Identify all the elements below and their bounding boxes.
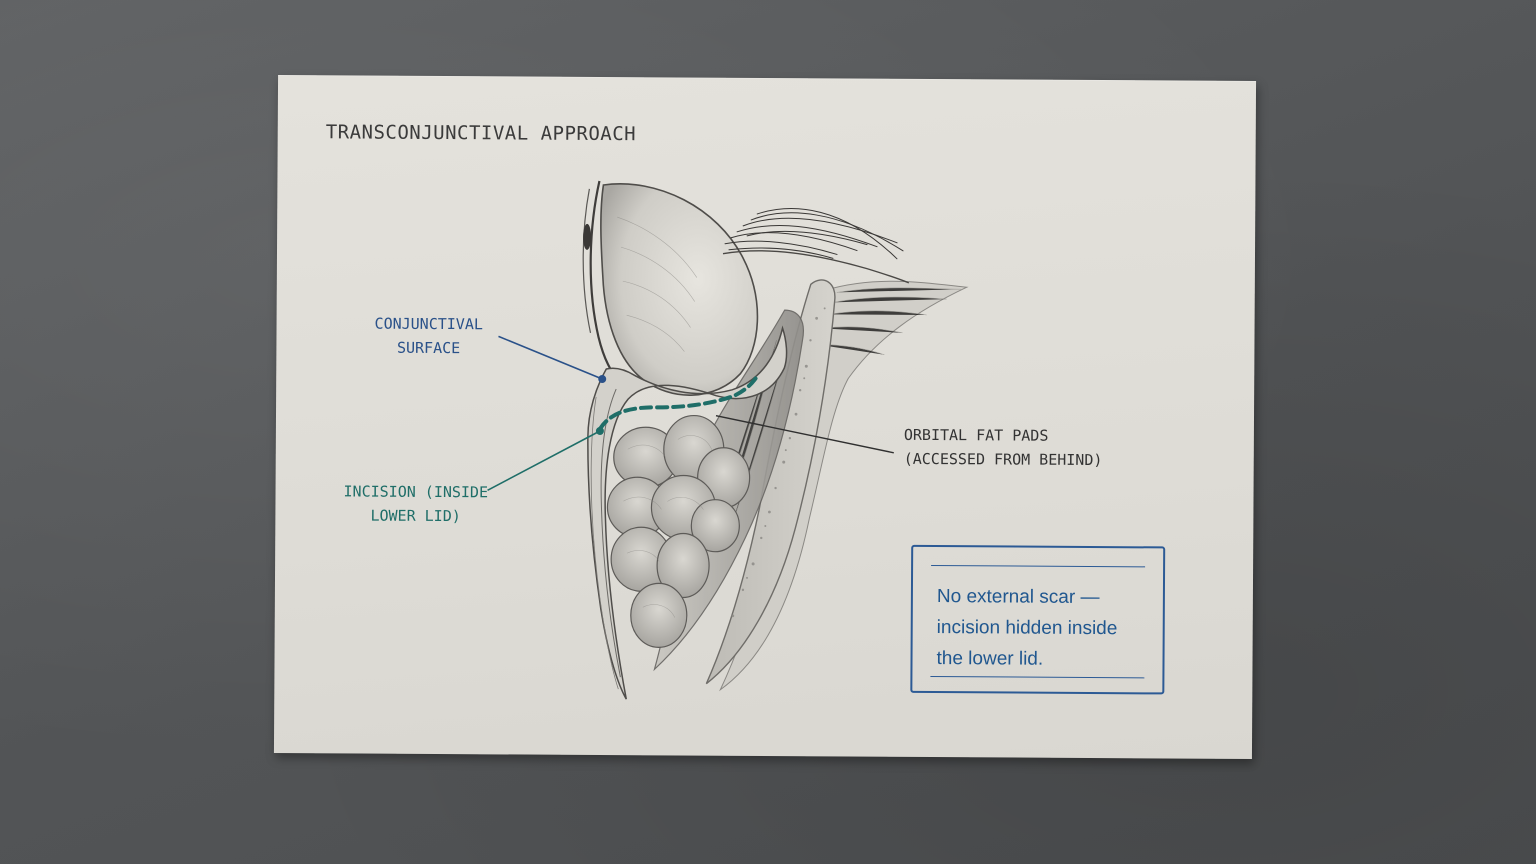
- incision-leader-dot: [595, 426, 604, 435]
- conjunctival-leader-line: [498, 335, 603, 380]
- eyelashes: [724, 208, 904, 260]
- incision-path: [597, 371, 761, 431]
- note-bottom-rule: [930, 676, 1145, 679]
- iris-dark-spot: [583, 223, 592, 250]
- eyeball-globe: [600, 183, 759, 396]
- note-box: No external scar — incision hidden insid…: [910, 544, 1166, 695]
- eyelid-cross-section-illustration: [487, 180, 969, 700]
- orbital-fat-pads-label: ORBITAL FAT PADS (ACCESSED FROM BEHIND): [903, 425, 1103, 470]
- diagram-card: TRANSCONJUNCTIVAL APPROACH: [273, 75, 1257, 759]
- orbital-fat-pads: [606, 414, 751, 648]
- fat-pads-leader-line: [715, 415, 894, 454]
- bone-stipple: [731, 307, 826, 618]
- lower-eyelid: [587, 325, 788, 700]
- incision-label: INCISION (INSIDE LOWER LID): [343, 482, 489, 526]
- upper-eyelid-margin: [722, 250, 910, 284]
- conjunctival-surface-label: CONJUNCTIVAL SURFACE: [374, 314, 483, 358]
- conjunctival-leader-dot: [598, 375, 607, 384]
- incision-leader-line: [487, 430, 601, 492]
- note-text: No external scar — incision hidden insid…: [936, 586, 1118, 670]
- note-top-rule: [931, 565, 1146, 568]
